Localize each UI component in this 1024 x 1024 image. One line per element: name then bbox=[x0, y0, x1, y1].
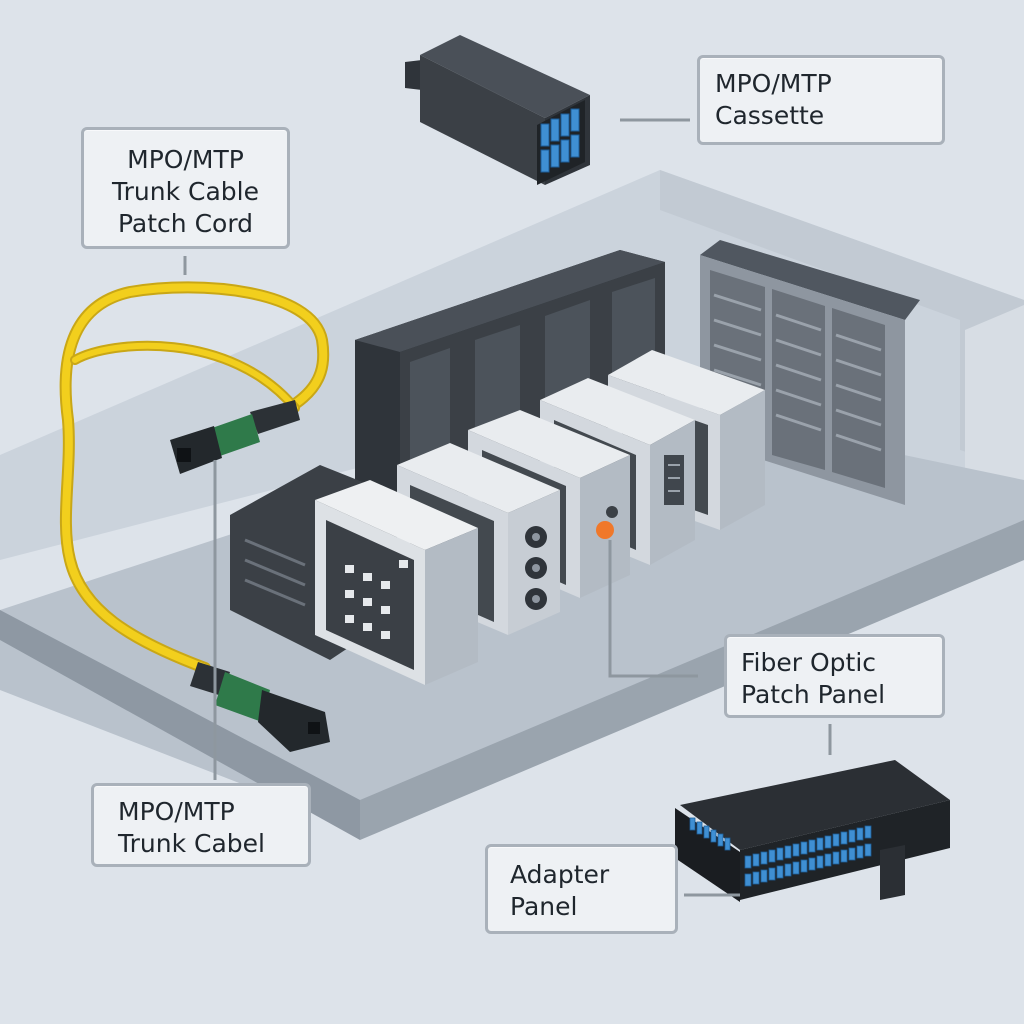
label-line: Patch Cord bbox=[117, 209, 254, 238]
leader-patch-panel bbox=[608, 540, 698, 678]
leader-lines bbox=[183, 118, 832, 897]
label-trunk-cable-patch-cord: MPO/MTP Trunk Cable Patch Cord bbox=[81, 127, 290, 249]
floor-right-edge bbox=[360, 520, 1024, 840]
label-line: MPO/MTP bbox=[127, 145, 244, 174]
label-mpo-cassette: MPO/MTP Cassette bbox=[697, 55, 945, 145]
floor-front-edge bbox=[0, 610, 360, 840]
label-line: MPO/MTP bbox=[118, 797, 235, 826]
trunk-cable bbox=[59, 281, 330, 674]
label-line: Trunk Cable bbox=[112, 177, 259, 206]
adapter-ports bbox=[689, 817, 872, 887]
label-adapter-panel: Adapter Panel bbox=[485, 844, 678, 934]
mpo-connector-upper bbox=[170, 400, 300, 474]
mpo-connector-lower bbox=[190, 662, 330, 752]
adapter-panel bbox=[675, 760, 950, 902]
label-fiber-optic-patch-panel: Fiber Optic Patch Panel bbox=[724, 634, 945, 718]
label-line: Adapter bbox=[510, 860, 610, 889]
right-door bbox=[965, 305, 1024, 490]
label-line: Cassette bbox=[715, 101, 825, 130]
label-line: Trunk Cabel bbox=[118, 829, 265, 858]
patch-panel-unit bbox=[315, 480, 478, 685]
label-mpo-trunk-cabel: MPO/MTP Trunk Cabel bbox=[91, 783, 311, 867]
label-line: Fiber Optic bbox=[741, 648, 877, 677]
label-line: MPO/MTP bbox=[715, 69, 832, 98]
status-indicator-orange bbox=[596, 521, 614, 539]
label-line: Patch Panel bbox=[741, 680, 886, 709]
cassette-adapter-ports bbox=[540, 108, 580, 173]
mpo-cassette bbox=[405, 35, 590, 185]
label-line: Panel bbox=[510, 892, 578, 921]
